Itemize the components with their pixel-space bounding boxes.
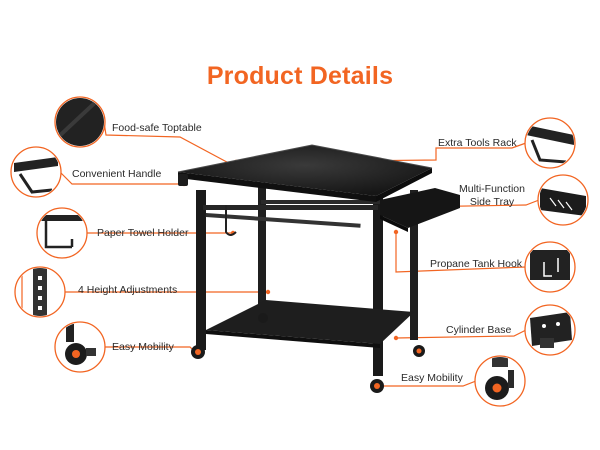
label-propane-hook: Propane Tank Hook [430, 258, 523, 270]
label-towel-holder: Paper Towel Holder [97, 227, 189, 239]
label-mobility-right: Easy Mobility [401, 372, 463, 384]
label-handle: Convenient Handle [72, 168, 162, 180]
page-title: Product Details [206, 62, 394, 90]
cart-wheels [191, 313, 425, 393]
label-toptable: Food-safe Toptable [112, 122, 202, 134]
detail-circles [10, 96, 589, 407]
label-height-adjust: 4 Height Adjustments [78, 284, 178, 296]
label-side-tray-line2: Side Tray [469, 196, 515, 208]
label-side-tray: Multi-Function Side Tray [452, 183, 532, 209]
label-mobility-left: Easy Mobility [112, 341, 174, 353]
cart-frame [177, 144, 460, 376]
label-tools-rack: Extra Tools Rack [438, 137, 517, 149]
label-cylinder-base: Cylinder Base [446, 324, 512, 336]
label-side-tray-line1: Multi-Function [459, 183, 525, 195]
